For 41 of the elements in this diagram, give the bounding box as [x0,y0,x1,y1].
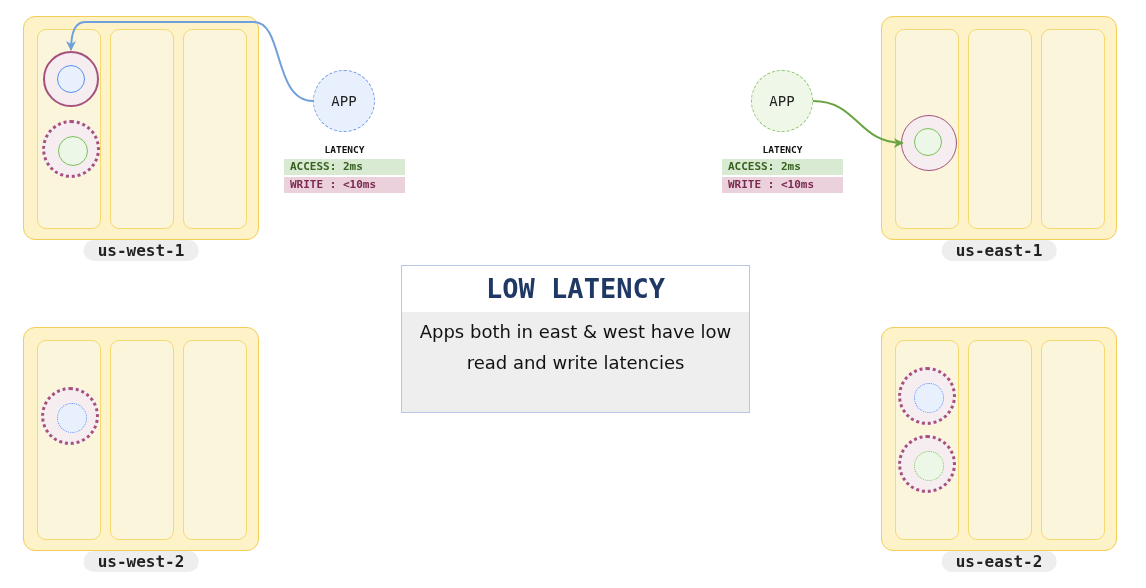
access-latency-row: ACCESS: 2ms [284,159,405,175]
write-latency-row: WRITE : <10ms [284,177,405,193]
region-label: us-east-1 [941,240,1057,261]
zone-column [1041,340,1105,540]
access-latency-row: ACCESS: 2ms [722,159,843,175]
zone-column [968,29,1032,229]
zone-column [895,29,959,229]
card-description: Apps both in east & west have low read and write latencies [402,312,749,412]
arrow [812,100,904,148]
data-circle [914,451,944,481]
data-circle [58,136,88,166]
zone-column [895,340,959,540]
data-circle [57,65,85,93]
zone-column [110,29,174,229]
zone-column [968,340,1032,540]
data-circle [914,383,944,413]
latency-heading: LATENCY [323,143,366,157]
data-circle [57,403,87,433]
region-label: us-east-2 [941,551,1057,572]
replica-circle [898,435,956,493]
replica-circle [42,120,100,178]
zone-column [183,340,247,540]
card-title: LOW LATENCY [485,272,666,306]
replica-circle [41,387,99,445]
app-circle: APP [313,70,375,132]
write-latency-row: WRITE : <10ms [722,177,843,193]
app-circle: APP [751,70,813,132]
replica-circle [901,115,957,171]
data-circle [914,128,942,156]
region-label: us-west-1 [83,240,199,261]
replica-circle [43,51,99,107]
zone-column [37,29,101,229]
zone-column [37,340,101,540]
replica-circle [898,367,956,425]
zone-column [110,340,174,540]
info-card [401,265,750,413]
zone-column [1041,29,1105,229]
latency-heading: LATENCY [761,143,804,157]
arrow [66,21,314,102]
zone-column [183,29,247,229]
region-label: us-west-2 [83,551,199,572]
